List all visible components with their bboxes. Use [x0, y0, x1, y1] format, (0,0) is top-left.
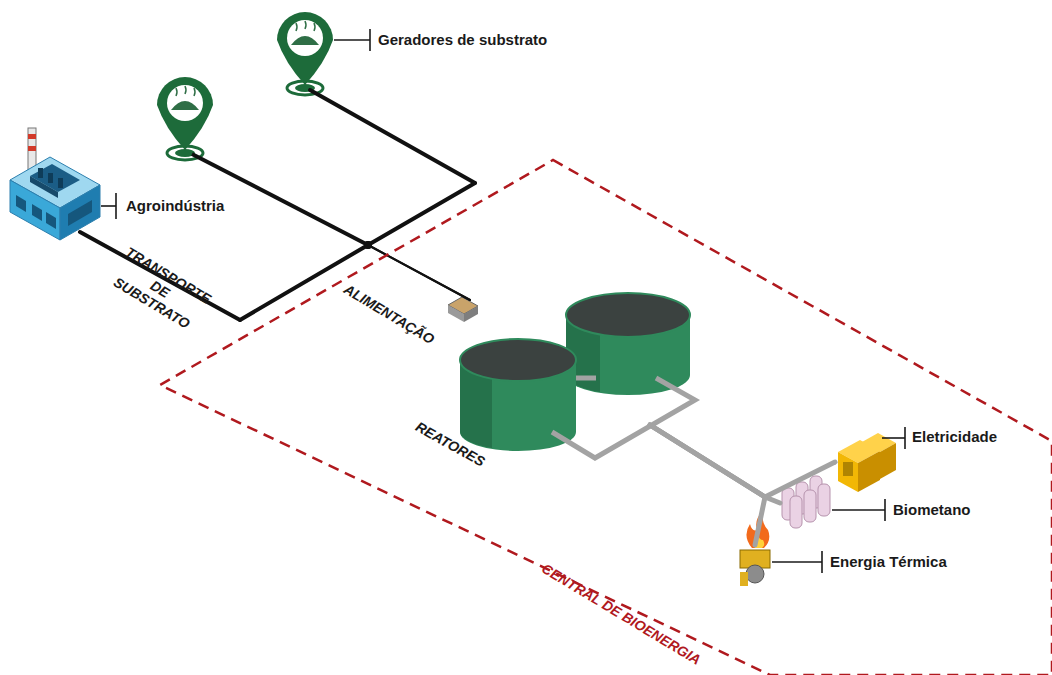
factory-icon [10, 128, 100, 240]
factory-node: Agroindústria [8, 125, 102, 232]
gas-cylinders [818, 484, 830, 516]
biogas-pipe [650, 425, 765, 497]
reactor-node: REATORES [470, 290, 690, 425]
location-pin [176, 86, 195, 96]
biogas-pipe [765, 462, 835, 497]
feed-line [368, 245, 470, 300]
biogas-pipe [755, 497, 765, 545]
location-pin [277, 12, 333, 95]
factory-icon [28, 146, 36, 151]
generator-icon [843, 462, 853, 476]
boiler-icon [740, 512, 770, 586]
factory-icon [30, 176, 58, 198]
region-title: CENTRAL DE BIOENERGIA [539, 560, 704, 668]
boiler-icon [740, 572, 748, 586]
gas-cylinders [790, 496, 802, 528]
location-pin [167, 85, 203, 121]
substrate-source-node: Geradores de substrato [282, 10, 330, 90]
callout-bracket [882, 437, 905, 439]
biogas-pipe [576, 376, 596, 381]
callout-label: Biometano [893, 501, 971, 518]
biogas-pipe [552, 378, 695, 458]
dashed-boundary [160, 160, 1052, 675]
transport-line [368, 245, 470, 300]
location-pin [296, 21, 315, 31]
callout-label: Geradores de substrato [378, 31, 547, 48]
generator-icon [880, 443, 896, 479]
factory-icon [32, 204, 42, 221]
electricity-node: Eletricidade [835, 433, 897, 493]
feed-line [310, 90, 475, 300]
callout-bracket [832, 509, 885, 511]
feed-line [310, 90, 475, 183]
callout-label: Agroindústria [126, 197, 224, 214]
boiler-icon [746, 565, 764, 583]
biogas-pipe [650, 425, 765, 545]
biogas-pipe [650, 425, 765, 497]
biogas-pipe [552, 378, 695, 458]
feed-hopper [448, 305, 464, 322]
location-pin [157, 77, 213, 150]
generator-icon [838, 452, 858, 492]
edge-label: TRANSPORTE DE SUBSTRATO [105, 243, 216, 336]
location-pin [287, 20, 323, 56]
location-pin [277, 12, 333, 85]
factory-icon [48, 173, 53, 183]
callout-bracket [821, 551, 823, 573]
factory-icon [46, 212, 56, 229]
biogas-pipe [650, 425, 780, 503]
callout-bracket [904, 427, 906, 449]
factory-icon [38, 168, 43, 178]
reactor-tank [460, 339, 576, 381]
thermal-energy-node: Energia Térmica [736, 545, 772, 589]
callout-label: Eletricidade [912, 428, 997, 445]
callout-bracket [369, 29, 371, 51]
callout-bracket [101, 205, 116, 207]
callout-label: REATORES [413, 418, 488, 469]
biogas-pipe [650, 425, 835, 497]
biogas-pipe [650, 425, 765, 497]
location-pin [157, 77, 213, 160]
factory-icon [16, 195, 26, 212]
callout-bracket [115, 193, 117, 219]
feed-hopper [448, 297, 478, 322]
callout-label: Energia Térmica [830, 553, 947, 570]
factory-icon [30, 164, 80, 192]
generator-icon [838, 433, 896, 492]
factory-icon [58, 178, 63, 188]
callout-bracket [101, 29, 905, 573]
factory-icon [28, 134, 36, 139]
biomethane-node: Biometano [780, 474, 832, 530]
location-pin [171, 101, 199, 110]
junction-dot [364, 241, 372, 249]
callout-bracket [772, 561, 822, 563]
edge-label: ALIMENTAÇÃO [341, 281, 437, 348]
location-pin [291, 36, 319, 45]
factory-icon [68, 200, 92, 226]
gas-cylinders [804, 490, 816, 522]
junction-dot [364, 241, 372, 249]
callout-bracket [334, 39, 370, 41]
callout-bracket [884, 499, 886, 521]
generator-icon [858, 451, 880, 492]
feed-hopper [464, 306, 478, 322]
reactor-tank [566, 293, 690, 337]
